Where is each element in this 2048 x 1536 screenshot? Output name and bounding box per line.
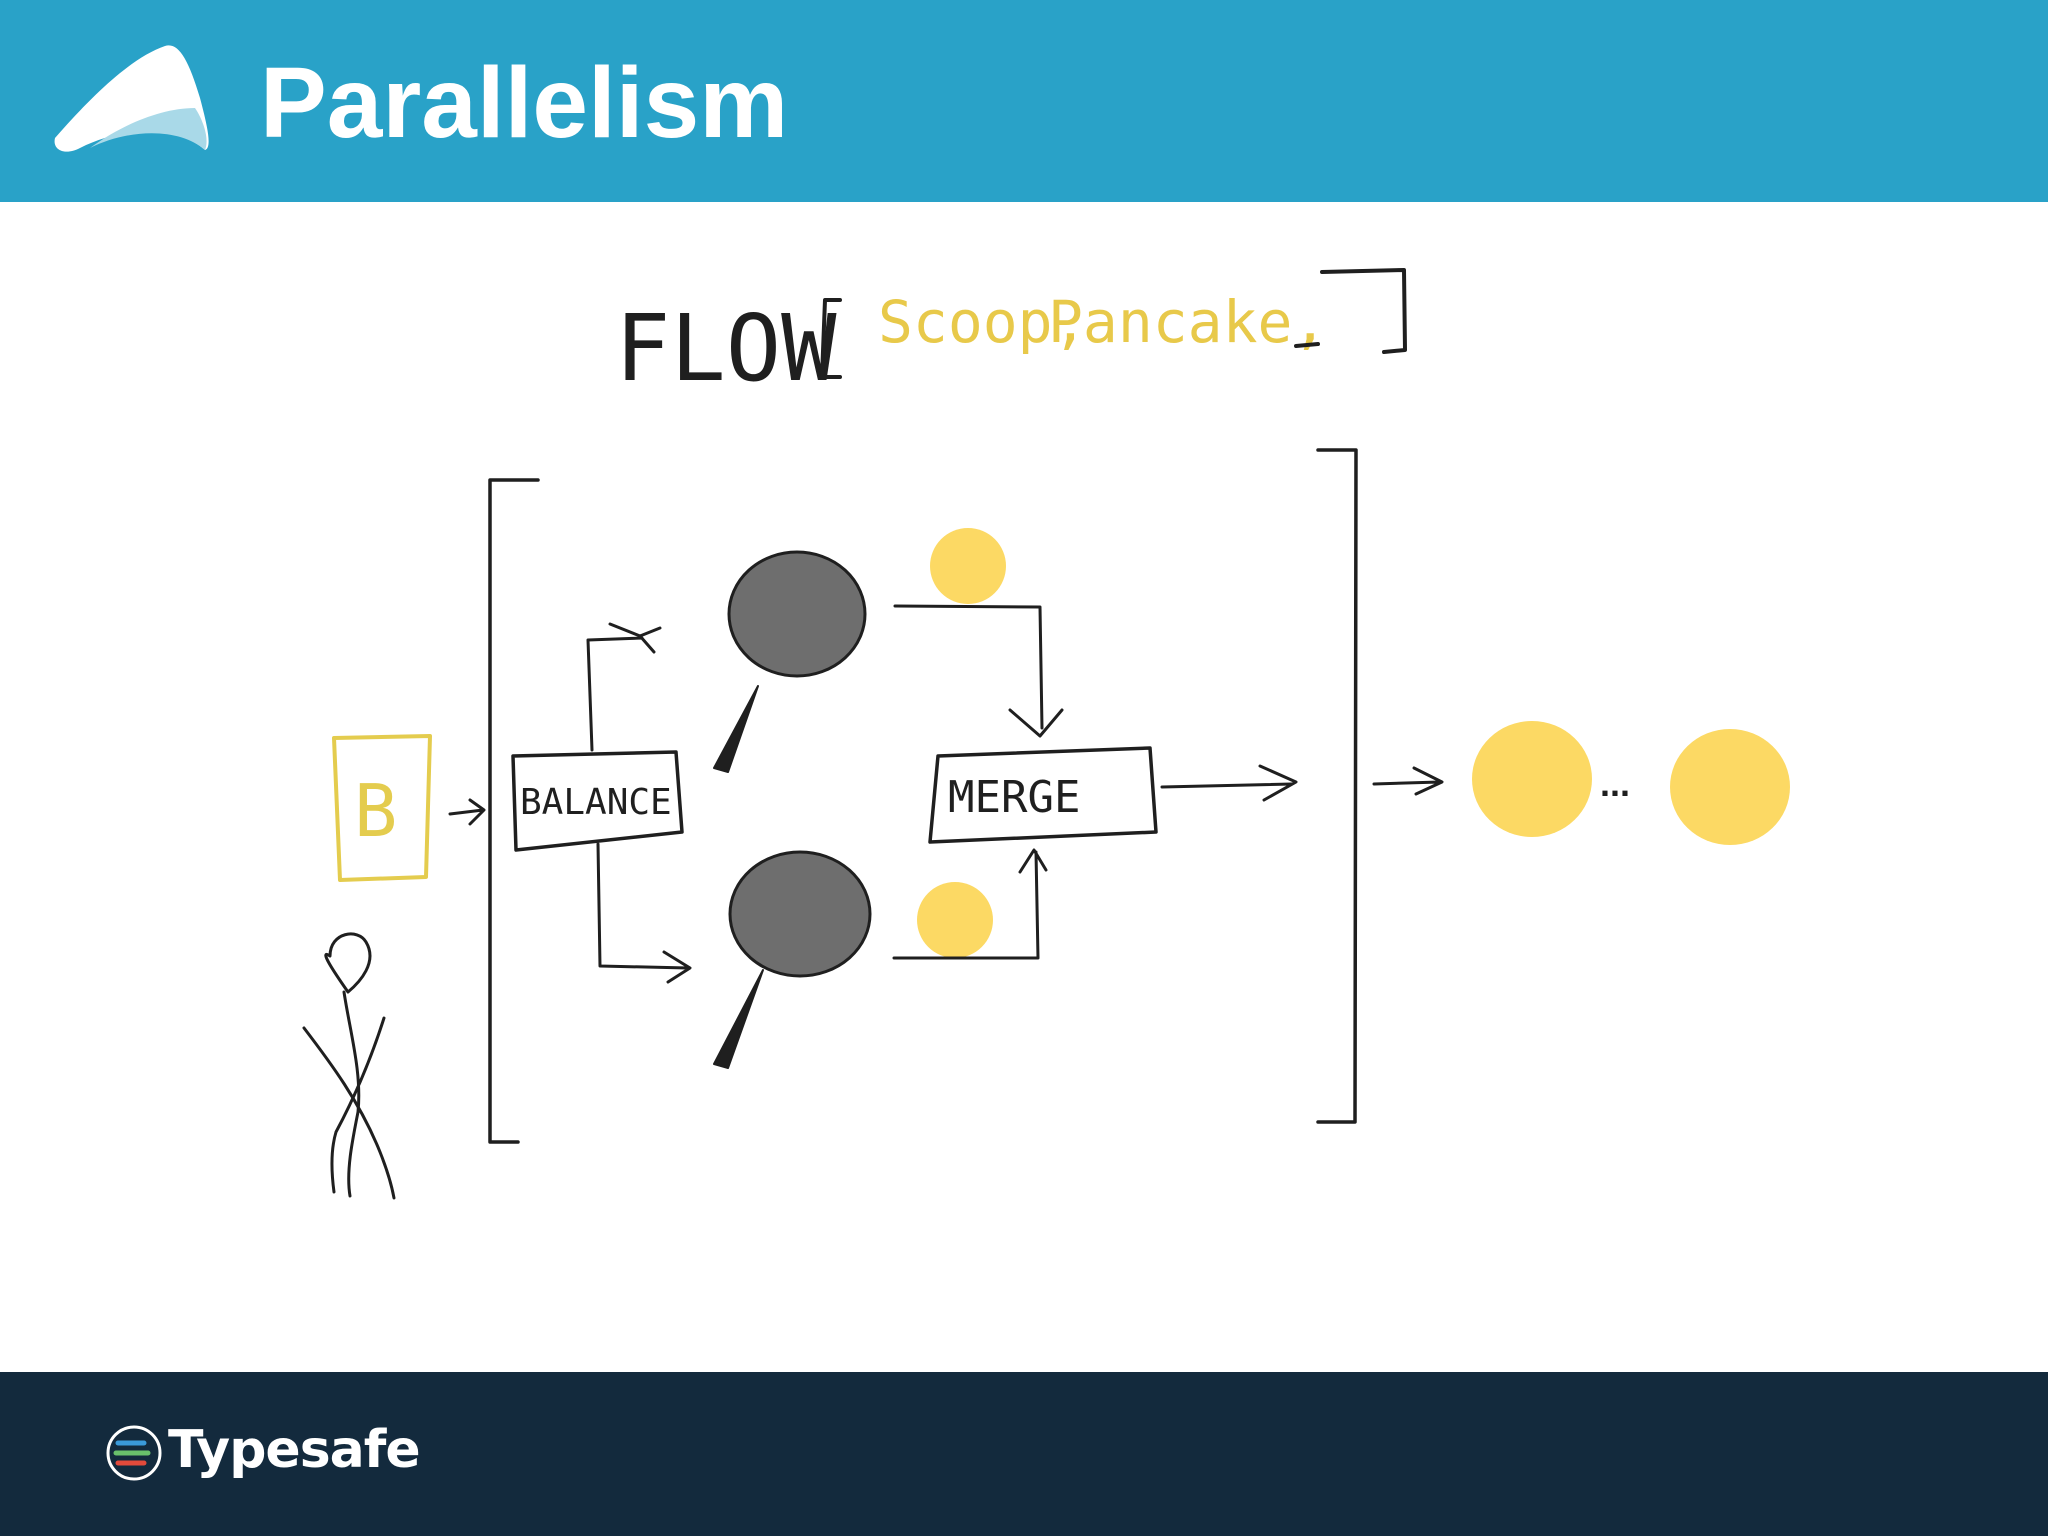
typesafe-brand: Typesafe (168, 1420, 421, 1480)
flow-out-type: Pancake, (1048, 288, 1327, 356)
type-close-bracket (1320, 268, 1407, 354)
stick-figure-body (342, 990, 361, 1198)
stick-figure-head (324, 932, 372, 994)
flow-mat-underscore (1294, 342, 1320, 348)
output-pancake-last (1670, 729, 1790, 845)
stick-figure-cook (302, 932, 396, 1200)
merge-label: MERGE (948, 772, 1080, 823)
upper-pancake (930, 528, 1006, 604)
lower-frying-pan (728, 850, 872, 978)
flow-in-type: Scoop, (878, 288, 1088, 356)
balance-lower-branch-arrow (596, 842, 692, 984)
parallelism-diagram: FLOW Scoop, Pancake, B BALANCE (302, 268, 1790, 1200)
flow-type-word: FLOW (615, 295, 837, 402)
flow-right-bracket (1316, 448, 1358, 1124)
flow-output-arrow (1372, 766, 1444, 796)
stick-figure-arm (302, 1026, 396, 1200)
upper-pan-handle (713, 685, 759, 773)
slide-title: Parallelism (260, 47, 789, 159)
output-ellipsis: ... (1600, 763, 1630, 804)
output-pancake-first (1472, 721, 1592, 837)
balance-box (511, 750, 684, 852)
lower-pancake (917, 882, 993, 958)
merge-out-arrow (1160, 764, 1298, 802)
upper-frying-pan (727, 550, 867, 678)
typesafe-logo-icon (106, 1425, 162, 1481)
akka-mountain-logo-icon (54, 45, 209, 152)
balance-upper-branch-arrow (586, 622, 662, 752)
stick-figure-leg (330, 1016, 386, 1194)
balance-label: BALANCE (520, 782, 672, 823)
slide-header: Parallelism (0, 0, 2048, 202)
type-open-bracket (820, 298, 842, 379)
merge-box (928, 746, 1158, 844)
batter-input-box (332, 734, 432, 882)
input-arrow (448, 798, 486, 826)
flow-left-bracket (488, 478, 540, 1144)
lower-pan-to-merge-arrow (892, 848, 1048, 960)
upper-pan-to-merge-arrow (893, 604, 1064, 738)
batter-input-label: B (354, 769, 397, 853)
lower-pan-handle (713, 969, 764, 1069)
slide-footer: Typesafe (0, 1372, 2048, 1536)
